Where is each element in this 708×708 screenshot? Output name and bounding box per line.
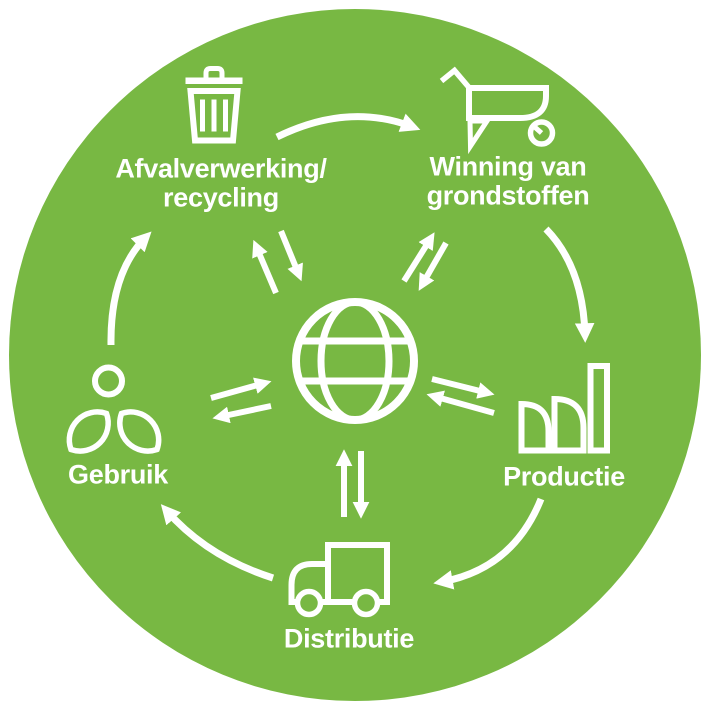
arrow-productie-to-distributie bbox=[433, 497, 545, 590]
label-gebruik: Gebruik bbox=[68, 459, 168, 490]
exchange-arrow-afvalverwerking-to-globe bbox=[278, 229, 303, 282]
person-with-leaves-icon bbox=[66, 364, 162, 454]
label-distributie: Distributie bbox=[283, 623, 415, 654]
wheelbarrow-icon bbox=[439, 66, 556, 155]
factory-icon bbox=[518, 363, 610, 454]
delivery-truck-icon bbox=[288, 542, 390, 618]
arrow-winning-to-productie bbox=[543, 226, 595, 343]
exchange-arrow-globe-to-gebruik bbox=[212, 403, 272, 424]
arrow-distributie-to-gebruik bbox=[160, 504, 275, 582]
globe-icon bbox=[292, 298, 418, 424]
label-winning-van-grondstoffen: Winning van grondstoffen bbox=[426, 151, 590, 210]
arrow-gebruik-to-afvalverwerking bbox=[107, 231, 152, 346]
exchange-arrows bbox=[210, 229, 495, 519]
label-afvalverwerking-recycling: Afvalverwerking/ recycling bbox=[115, 153, 327, 212]
arrow-afvalverwerking-to-winning bbox=[275, 113, 421, 141]
exchange-arrow-gebruik-to-globe bbox=[210, 377, 272, 401]
trash-bin-icon bbox=[185, 66, 243, 144]
exchange-arrow-globe-to-productie bbox=[431, 376, 495, 399]
exchange-arrow-productie-to-globe bbox=[426, 390, 495, 416]
exchange-arrow-globe-to-afvalverwerking bbox=[252, 239, 279, 295]
exchange-arrow-globe-to-winning bbox=[401, 232, 435, 283]
exchange-arrow-winning-to-globe bbox=[418, 241, 449, 291]
label-productie: Productie bbox=[503, 461, 625, 492]
cycle-arrows bbox=[107, 113, 595, 590]
